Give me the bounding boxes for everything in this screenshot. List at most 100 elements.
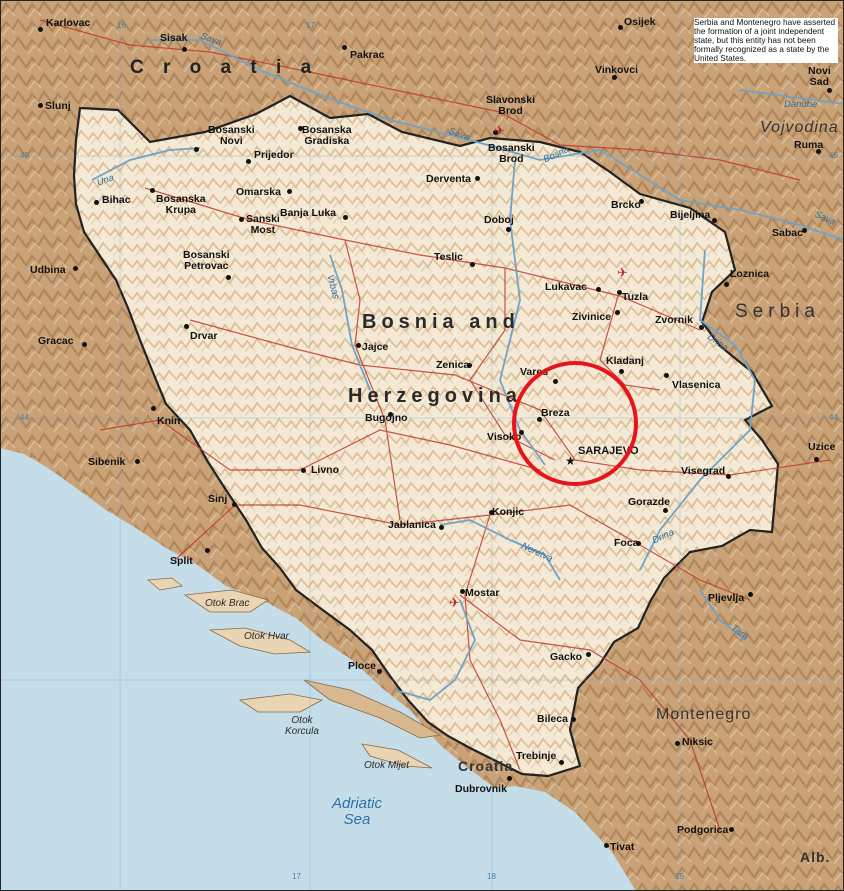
city-label-bugojno: Bugojno bbox=[365, 412, 408, 424]
label-albania: Alb. bbox=[800, 849, 831, 865]
city-label-bihac: Bihac bbox=[102, 194, 131, 206]
island-mljet bbox=[361, 743, 433, 769]
city-label-tivat: Tivat bbox=[610, 841, 635, 853]
city-dot-vlasenica bbox=[664, 373, 669, 378]
grid-label-18-bottom: 18 bbox=[487, 872, 496, 881]
city-dot-ploce bbox=[377, 669, 382, 674]
city-dot-bosanski-novi bbox=[194, 147, 199, 152]
city-label-bileca: Bileca bbox=[537, 713, 568, 725]
city-label-sabac: Sabac bbox=[772, 227, 803, 239]
grid-label-45-right: 45 bbox=[829, 151, 838, 160]
city-dot-bosanska-gradiska bbox=[298, 126, 303, 131]
label-vojvodina: Vojvodina bbox=[760, 119, 839, 136]
label-otok-mljet: Otok Mljet bbox=[364, 760, 410, 771]
city-dot-split bbox=[205, 548, 210, 553]
city-dot-doboj bbox=[506, 227, 511, 232]
airport-icon: ✈ bbox=[494, 123, 505, 138]
city-dot-zenica bbox=[467, 363, 472, 368]
city-dot-zivinice bbox=[615, 310, 620, 315]
city-label-bosanski-novi: Bosanski Novi bbox=[208, 124, 255, 148]
city-dot-novi-sad bbox=[827, 88, 832, 93]
city-dot-podgorica bbox=[729, 827, 734, 832]
label-serbia: Serbia bbox=[735, 301, 820, 322]
city-label-omarska: Omarska bbox=[236, 186, 281, 198]
grid-label-17-bottom: 17 bbox=[292, 872, 301, 881]
city-dot-dubrovnik bbox=[507, 776, 512, 781]
city-label-zivinice: Zivinice bbox=[572, 311, 612, 323]
city-dot-bileca bbox=[571, 717, 576, 722]
city-dot-osijek bbox=[618, 25, 623, 30]
city-label-banja-luka: Banja Luka bbox=[280, 207, 337, 219]
island-vis bbox=[146, 577, 183, 591]
label-otok-brac: Otok Brac bbox=[205, 598, 250, 609]
city-label-pakrac: Pakrac bbox=[350, 49, 385, 61]
city-dot-vinkovci bbox=[612, 75, 617, 80]
city-label-uzice: Uzice bbox=[808, 441, 836, 453]
city-dot-slavonski-brod bbox=[493, 130, 498, 135]
city-dot-gorazde bbox=[663, 508, 668, 513]
city-dot-livno bbox=[301, 468, 306, 473]
label-herzegovina: Herzegovina bbox=[348, 385, 522, 407]
label-montenegro: Montenegro bbox=[656, 706, 752, 723]
grid-label-45-left: 45 bbox=[20, 151, 29, 160]
city-label-pljevlja: Pljevlja bbox=[708, 592, 745, 604]
city-dot-tuzla bbox=[617, 290, 622, 295]
city-dot-bugojno bbox=[388, 412, 393, 417]
city-dot-lukavac bbox=[596, 287, 601, 292]
city-dot-jablanica bbox=[439, 525, 444, 530]
city-dot-bosanska-krupa bbox=[150, 188, 155, 193]
city-label-slavonski-brod: Slavonski Brod bbox=[486, 94, 536, 118]
city-dot-brcko bbox=[639, 199, 644, 204]
city-label-podgorica: Podgorica bbox=[677, 824, 729, 836]
city-label-jablanica: Jablanica bbox=[388, 519, 436, 531]
grid-label-17-top: 17 bbox=[306, 21, 315, 30]
city-label-vinkovci: Vinkovci bbox=[595, 64, 638, 76]
city-label-sibenik: Sibenik bbox=[88, 456, 126, 468]
city-label-loznica: Loznica bbox=[730, 268, 770, 280]
city-dot-teslic bbox=[470, 262, 475, 267]
city-dot-kladanj bbox=[619, 369, 624, 374]
city-dot-pakrac bbox=[342, 45, 347, 50]
city-label-mostar: Mostar bbox=[465, 587, 500, 599]
city-dot-sanski-most bbox=[239, 217, 244, 222]
city-dot-jajce bbox=[356, 343, 361, 348]
highlight-circle bbox=[512, 361, 638, 486]
city-label-trebinje: Trebinje bbox=[516, 750, 557, 762]
city-label-ruma: Ruma bbox=[794, 139, 824, 151]
city-dot-gacko bbox=[586, 652, 591, 657]
city-dot-foca bbox=[636, 541, 641, 546]
city-label-novi-sad: Novi Sad bbox=[808, 65, 831, 89]
city-label-derventa: Derventa bbox=[426, 173, 471, 185]
label-croatia-south: Croatia bbox=[458, 758, 514, 774]
city-dot-omarska bbox=[287, 189, 292, 194]
city-dot-slunj bbox=[38, 103, 43, 108]
city-label-zenica: Zenica bbox=[436, 359, 470, 371]
city-label-jajce: Jajce bbox=[362, 341, 389, 353]
label-bosnia: Bosnia and bbox=[362, 311, 520, 333]
political-note: Serbia and Montenegro have asserted the … bbox=[694, 18, 838, 63]
airport-icon: ✈ bbox=[617, 265, 628, 280]
label-otok-korcula: Otok Korcula bbox=[285, 715, 319, 737]
city-label-vlasenica: Vlasenica bbox=[672, 379, 721, 391]
city-label-gracac: Gracac bbox=[38, 335, 74, 347]
city-dot-visegrad bbox=[726, 474, 731, 479]
city-dot-drvar bbox=[184, 324, 189, 329]
grid-label-44-left: 44 bbox=[20, 413, 29, 422]
label-adriatic-sea: Adriatic Sea bbox=[332, 795, 383, 828]
city-label-kladanj: Kladanj bbox=[606, 355, 644, 367]
city-label-prijedor: Prijedor bbox=[254, 149, 294, 161]
city-label-osijek: Osijek bbox=[624, 16, 656, 28]
city-label-zvornik: Zvornik bbox=[655, 314, 693, 326]
city-dot-prijedor bbox=[246, 159, 251, 164]
grid-label-16: 16 bbox=[117, 21, 126, 30]
city-dot-uzice bbox=[814, 457, 819, 462]
label-river-danube: Danube bbox=[784, 99, 818, 110]
city-dot-bihac bbox=[94, 200, 99, 205]
city-dot-sisak bbox=[182, 47, 187, 52]
city-dot-ruma bbox=[816, 149, 821, 154]
city-label-visegrad: Visegrad bbox=[681, 465, 726, 477]
city-label-drvar: Drvar bbox=[190, 330, 218, 342]
grid-label-19-bottom: 19 bbox=[675, 872, 684, 881]
